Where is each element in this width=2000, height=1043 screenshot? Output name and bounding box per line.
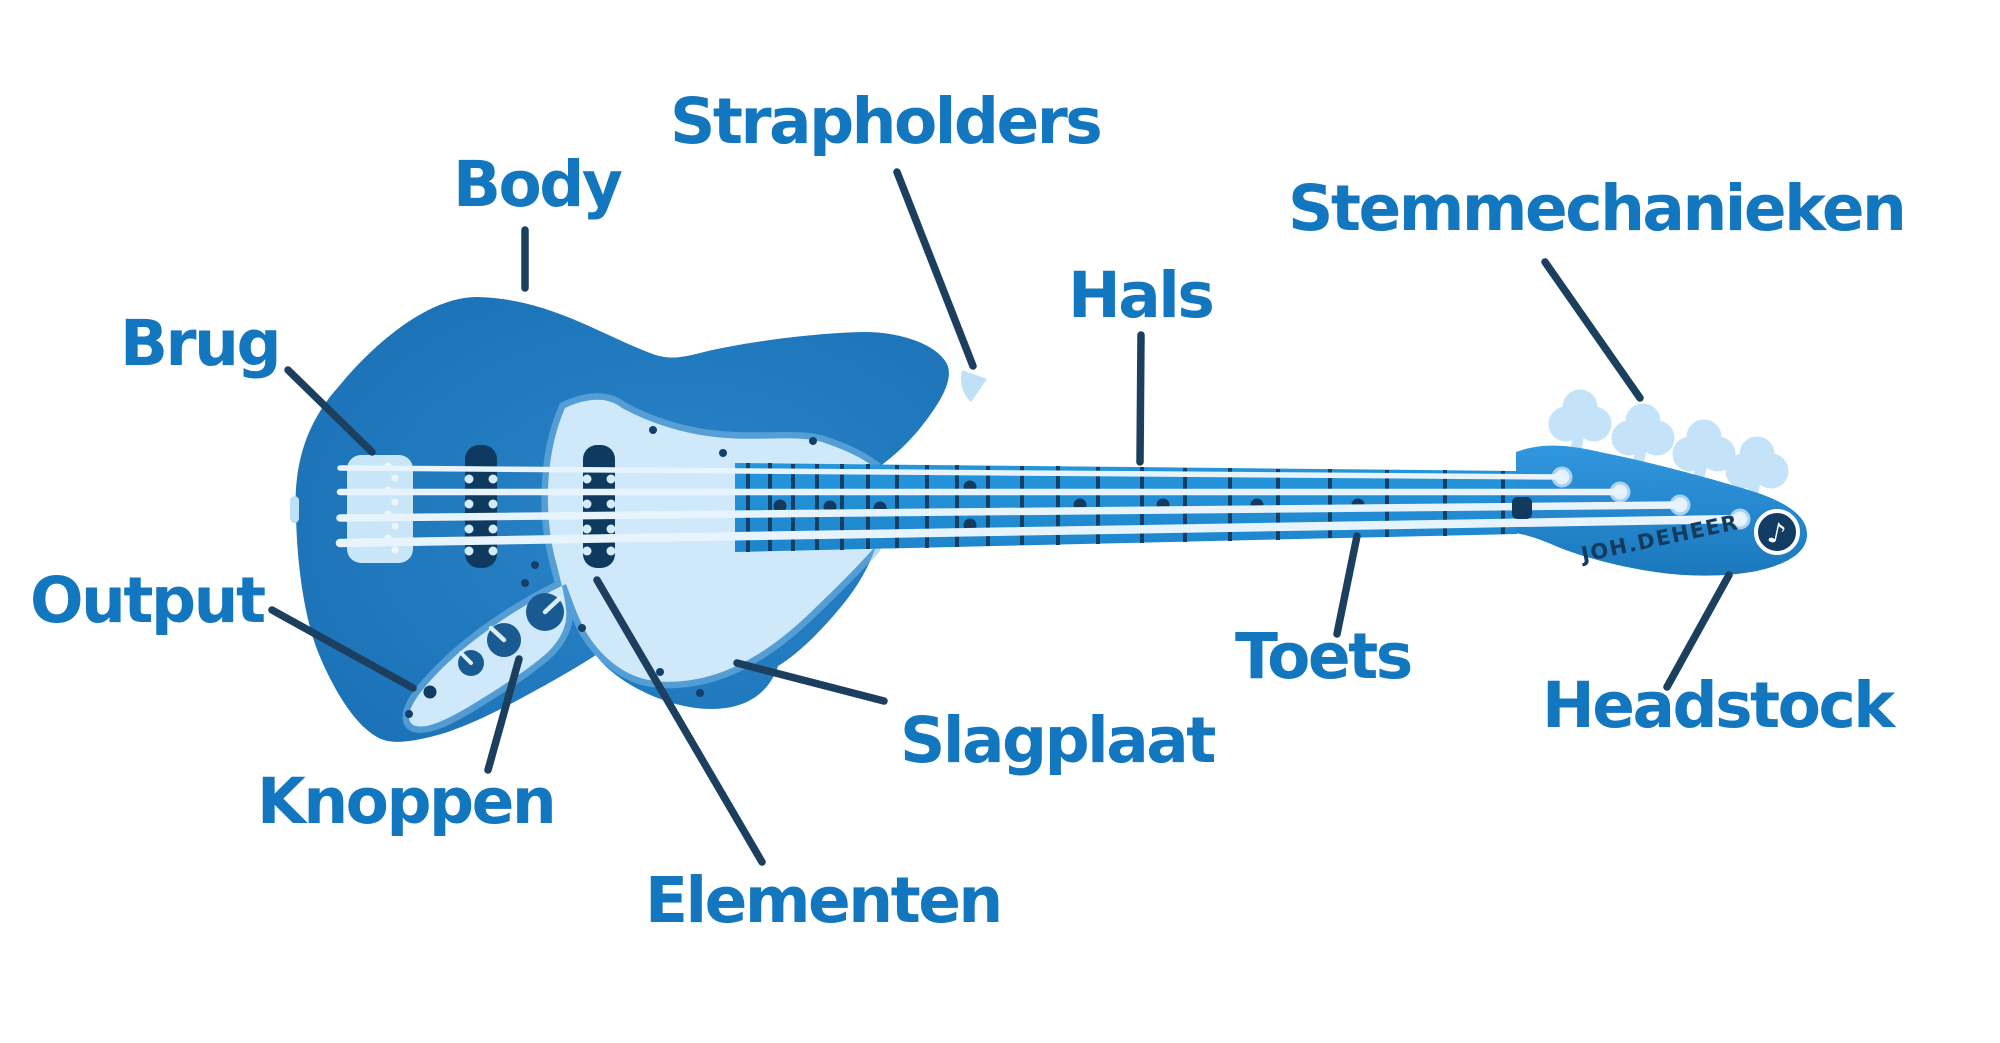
label-brug: Brug <box>120 307 282 380</box>
leader-brug <box>284 366 376 456</box>
leader-elementen <box>593 576 766 866</box>
tuner-2 <box>1611 403 1675 486</box>
leader-headstock <box>1663 571 1733 691</box>
label-headstock: Headstock <box>1542 669 1895 742</box>
label-stemmechanieken: Stemmechanieken <box>1288 172 1907 245</box>
leader-stemmechanieken <box>1541 258 1644 402</box>
headstock-logo: ♪ <box>1754 509 1800 555</box>
label-hals: Hals <box>1068 259 1215 332</box>
leader-output <box>268 606 417 692</box>
label-body: Body <box>453 148 623 221</box>
tuner-posts <box>1551 466 1751 530</box>
headstock <box>1516 445 1808 576</box>
label-strapholders: Strapholders <box>670 85 1103 158</box>
leader-slagplaat <box>733 659 888 705</box>
bridge-pickup <box>582 445 616 568</box>
label-toets: Toets <box>1235 620 1413 693</box>
label-elementen: Elementen <box>645 864 1003 937</box>
leader-hals <box>1136 331 1145 466</box>
leader-lines <box>268 168 1733 866</box>
nut <box>1512 497 1532 519</box>
label-output: Output <box>30 564 266 637</box>
leader-toets <box>1333 532 1361 638</box>
tuning-machines <box>1548 389 1789 516</box>
label-slagplaat: Slagplaat <box>900 704 1216 777</box>
leader-knoppen <box>484 655 523 774</box>
neck-pickup <box>464 445 498 568</box>
volume-tone-knobs <box>458 593 564 676</box>
pickguard-screws <box>405 426 817 718</box>
leader-strapholders <box>893 168 977 370</box>
front-strap-button <box>290 496 299 523</box>
rear-strap-button <box>961 370 987 402</box>
label-knoppen: Knoppen <box>257 765 557 838</box>
output-jack <box>423 685 437 699</box>
strings <box>335 465 1745 548</box>
